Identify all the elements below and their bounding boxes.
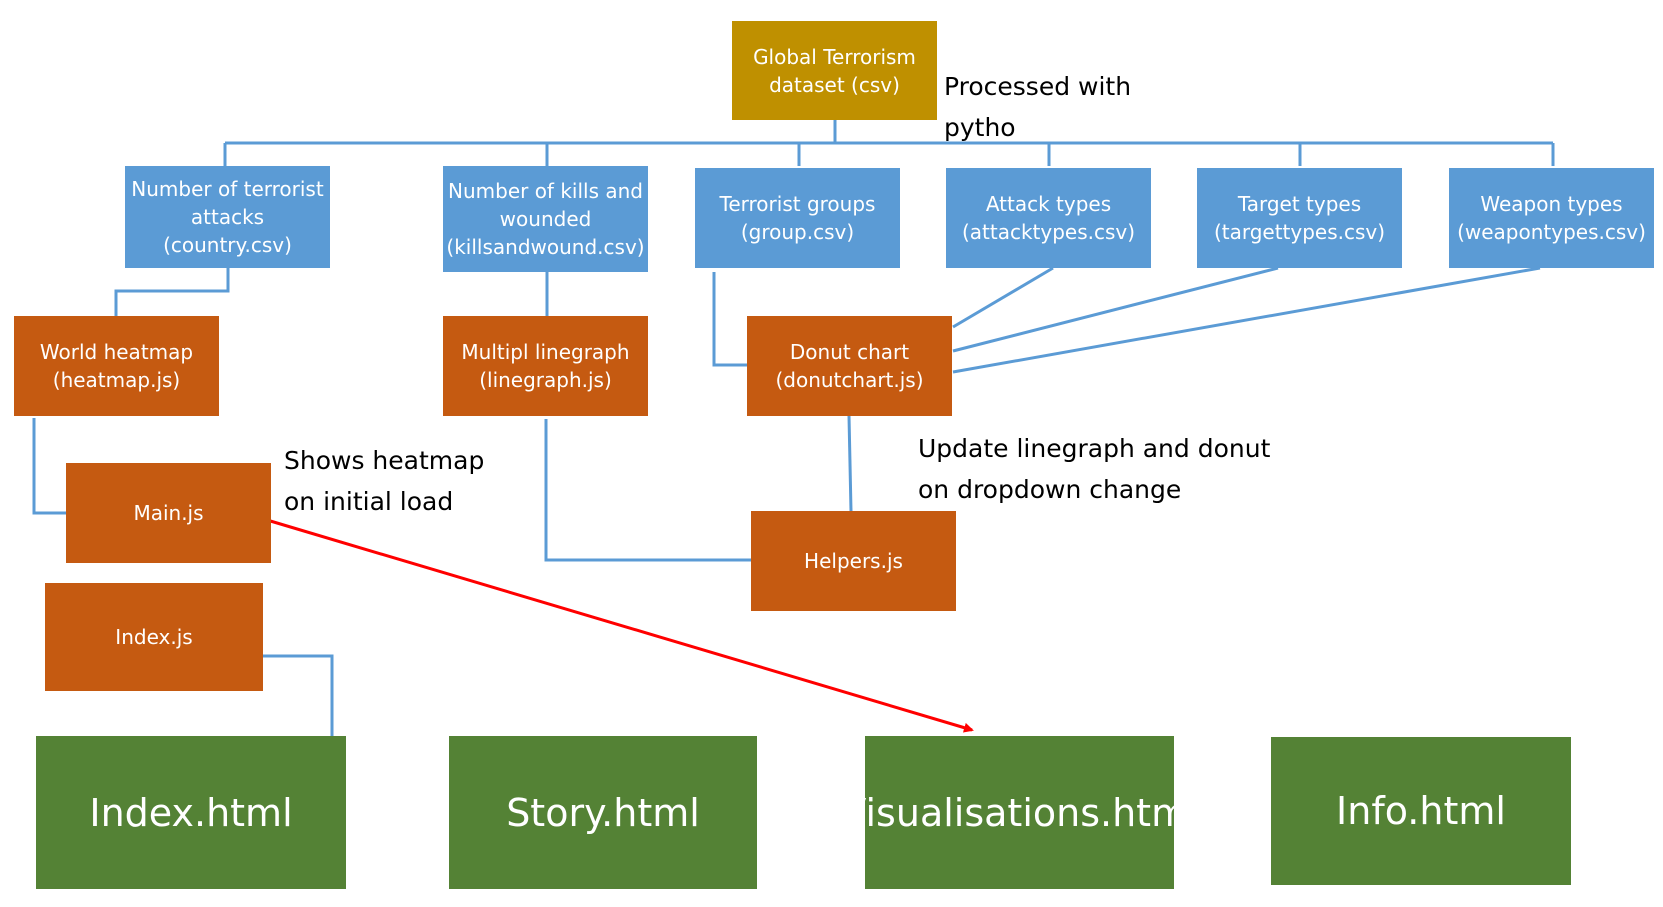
weapontypes-to-donut — [952, 266, 1541, 374]
targettypes-to-donut — [952, 266, 1279, 353]
dataset-country-box: Number of terrorist attacks (country.csv… — [125, 166, 330, 268]
page-visualisations-html: Visualisations.html — [840, 736, 1199, 889]
dataset-weapontypes-box: Weapon types (weapontypes.csv) — [1449, 168, 1654, 268]
page-story-html: Story.html — [449, 736, 757, 889]
donutchart-script-box: Donut chart (donutchart.js) — [747, 316, 952, 416]
dataset-group-box: Terrorist groups (group.csv) — [695, 168, 900, 268]
linegraph-to-helpers — [544, 419, 751, 562]
groups-to-donut — [712, 272, 747, 367]
heatmap-to-main — [32, 418, 66, 515]
source-dataset-box: Global Terrorism dataset (csv) — [732, 21, 937, 120]
main-to-visualisations-arrow — [266, 518, 974, 733]
page-index-html: Index.html — [36, 736, 346, 889]
dataset-attacktypes-box: Attack types (attacktypes.csv) — [946, 168, 1151, 268]
heatmap-script-box: World heatmap (heatmap.js) — [14, 316, 219, 416]
dataset-targettypes-box: Target types (targettypes.csv) — [1197, 168, 1402, 268]
indexjs-to-indexhtml — [263, 654, 334, 736]
linegraph-script-box: Multipl linegraph (linegraph.js) — [443, 316, 648, 416]
donut-to-helpers — [847, 415, 853, 512]
page-info-html: Info.html — [1271, 737, 1571, 885]
heatmap-initial-load-note: Shows heatmap on initial load — [284, 446, 485, 516]
indexjs-script-box: Index.js — [45, 583, 263, 691]
main-script-box: Main.js — [66, 463, 271, 563]
attacktypes-to-donut — [952, 266, 1054, 329]
dropdown-update-note: Update linegraph and donut on dropdown c… — [918, 434, 1271, 504]
dataset-killsandwound-box: Number of kills and wounded (killsandwou… — [443, 166, 648, 272]
helpers-script-box: Helpers.js — [751, 511, 956, 611]
processed-note: Processed with pytho — [944, 72, 1132, 142]
attacks-to-heatmap — [114, 268, 230, 316]
